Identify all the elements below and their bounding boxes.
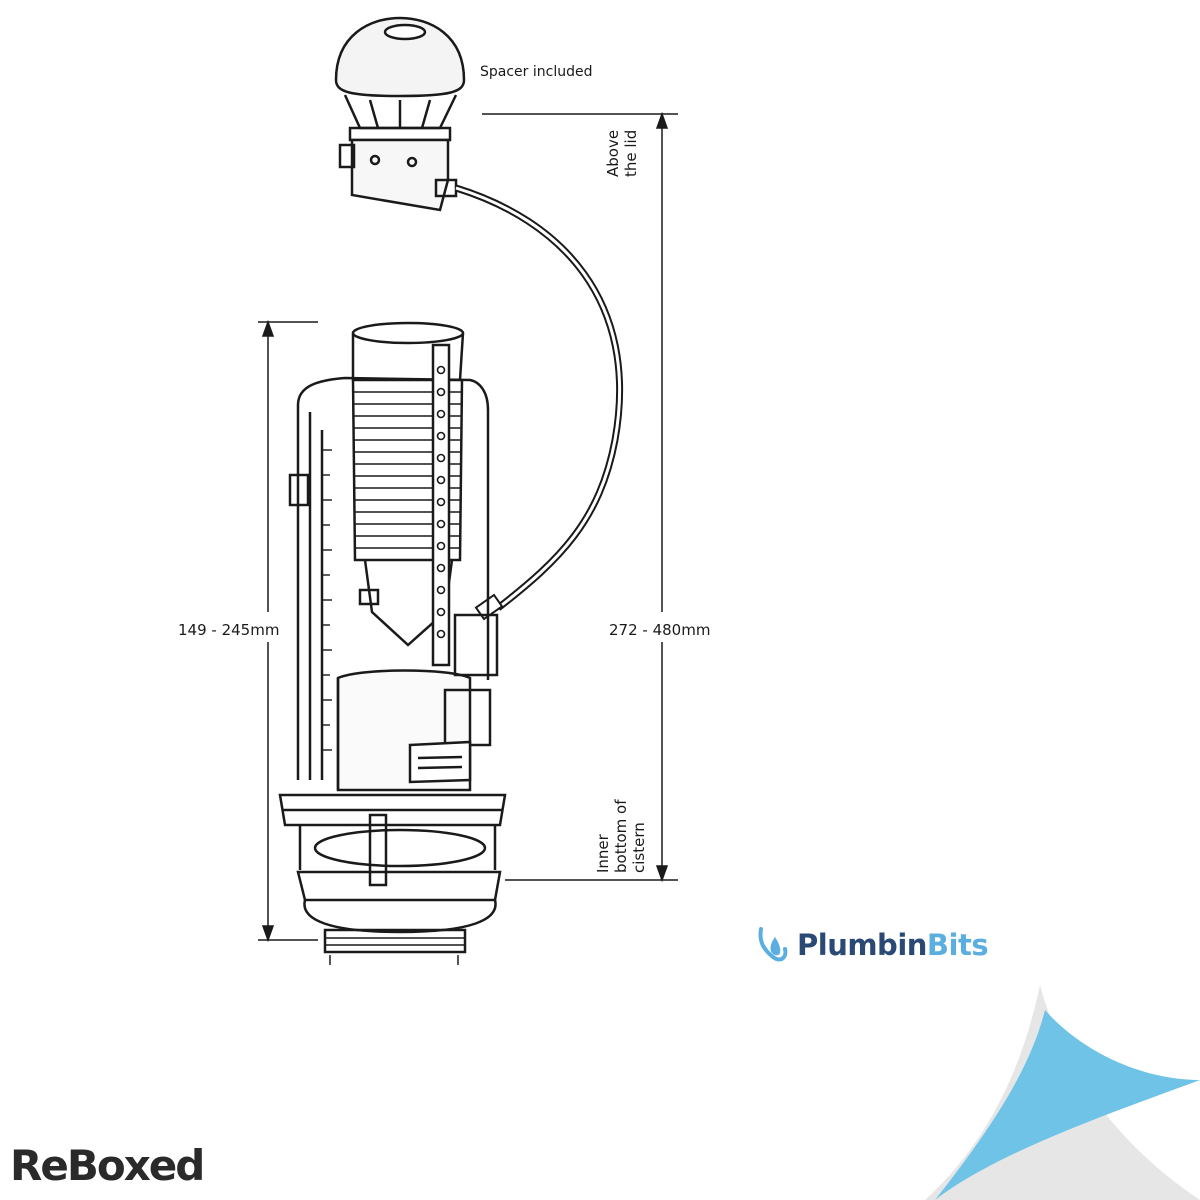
inner-bottom-label: Inner bottom of cistern — [594, 799, 648, 873]
valve-body — [278, 321, 507, 954]
push-button-assembly — [334, 16, 466, 212]
plumbinbits-logo: PlumbinBits — [755, 920, 989, 970]
brand-name: PlumbinBits — [797, 928, 989, 962]
above-lid-label: Above the lid — [604, 129, 640, 177]
range-short-label: 149 - 245mm — [178, 621, 280, 639]
dimension-lines — [258, 111, 678, 965]
water-drop-icon — [758, 927, 788, 962]
reboxed-watermark: ReBoxed — [10, 1141, 205, 1190]
spacer-note: Spacer included — [480, 64, 593, 80]
range-long-label: 272 - 480mm — [609, 621, 711, 639]
cable — [454, 184, 623, 621]
page-curl-decoration — [925, 985, 1200, 1200]
